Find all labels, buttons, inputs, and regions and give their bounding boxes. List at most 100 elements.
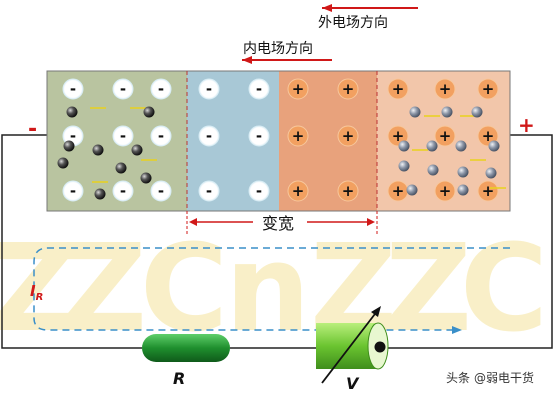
hole-carrier [92,144,104,156]
positive-ion: + [387,180,409,202]
plus-sign: + [342,80,355,98]
positive-ion: + [434,180,456,202]
hole-carrier [57,157,69,169]
watermark-letter: Z [385,220,472,359]
inner-field-arrow: 内电场方向 [242,41,332,64]
minus-sign: - [70,80,76,98]
negative-ion: - [112,125,134,147]
watermark-letter: n [225,220,310,359]
minus-sign: - [70,182,76,200]
plus-sign: + [292,80,305,98]
positive-ion: + [287,125,309,147]
outer-field-arrow: 外电场方向 [318,4,418,31]
hole-carrier [115,162,127,174]
negative-ion: - [112,180,134,202]
positive-ion: + [434,125,456,147]
minus-sign: - [120,182,126,200]
plus-terminal-label: + [518,113,535,137]
minus-sign: - [158,182,164,200]
plus-sign: + [439,127,452,145]
variable-battery: V [316,306,389,393]
positive-ion: + [387,78,409,100]
negative-ion: - [150,180,172,202]
electron-carrier [457,166,469,178]
hole-carrier [63,140,75,152]
positive-ions: + + + + + + + + + + + + + + + [287,78,499,202]
widen-label: 变宽 [262,214,294,233]
minus-sign: - [206,182,212,200]
current-label: IR [30,282,43,303]
minus-sign: - [256,182,262,200]
positive-ion: + [287,180,309,202]
negative-ion: - [150,125,172,147]
electron-carrier [426,140,438,152]
negative-ion: - [62,78,84,100]
positive-ion: + [337,78,359,100]
brand-watermark: 头条 @弱电干货 [446,370,534,385]
minus-sign: - [206,127,212,145]
negative-ion: - [150,78,172,100]
plus-sign: + [292,127,305,145]
minus-sign: - [70,127,76,145]
watermark-author: @弱电干货 [474,370,534,385]
electron-carrier [457,184,469,196]
hole-carrier [66,106,78,118]
plus-sign: + [482,127,495,145]
electron-carrier [398,160,410,172]
negative-ion: - [62,180,84,202]
hole-carrier [131,144,143,156]
positive-ion: + [477,125,499,147]
widen-marker: 变宽 [186,211,378,236]
watermark-letter: C [460,220,548,359]
electron-carrier [441,106,453,118]
plus-sign: + [439,80,452,98]
negative-ion: - [198,78,220,100]
positive-ion: + [287,78,309,100]
electron-carrier [398,140,410,152]
plus-sign: + [292,182,305,200]
inner-field-label: 内电场方向 [243,41,313,57]
plus-sign: + [392,182,405,200]
watermark-letter: Z [0,220,77,359]
watermark-letter: Z [60,220,147,359]
voltage-label: V [346,374,360,393]
electron-carrier [485,167,497,179]
electron-carrier [427,164,439,176]
plus-sign: + [482,182,495,200]
resistor: R [142,334,230,388]
electron-carrier [488,140,500,152]
negative-ion: - [248,180,270,202]
positive-ion: + [337,125,359,147]
positive-ion: + [477,78,499,100]
minus-sign: - [158,127,164,145]
plus-sign: + [392,80,405,98]
plus-sign: + [482,80,495,98]
resistor-label: R [173,369,185,388]
watermark: Z Z C n Z Z C [0,220,548,359]
watermark-brand: 头条 [446,371,470,385]
minus-terminal-label: - [28,117,37,142]
hole-carrier [94,188,106,200]
negative-ion: - [112,78,134,100]
plus-sign: + [342,182,355,200]
hole-carrier [140,172,152,184]
minus-sign: - [120,80,126,98]
outer-field-label: 外电场方向 [318,15,388,31]
carriers [57,106,506,200]
negative-ion: - [248,78,270,100]
electron-carrier [455,140,467,152]
current-path: IR [30,247,510,334]
circuit-wires [1,134,553,349]
minus-sign: - [206,80,212,98]
plus-sign: + [392,127,405,145]
negative-ions: - - - - - - - - - - - - - - - [62,78,270,202]
negative-ion: - [198,125,220,147]
minus-sign: - [158,80,164,98]
plus-sign: + [439,182,452,200]
hole-carrier [143,106,155,118]
minus-sign: - [256,127,262,145]
positive-ion: + [434,78,456,100]
minus-sign: - [120,127,126,145]
